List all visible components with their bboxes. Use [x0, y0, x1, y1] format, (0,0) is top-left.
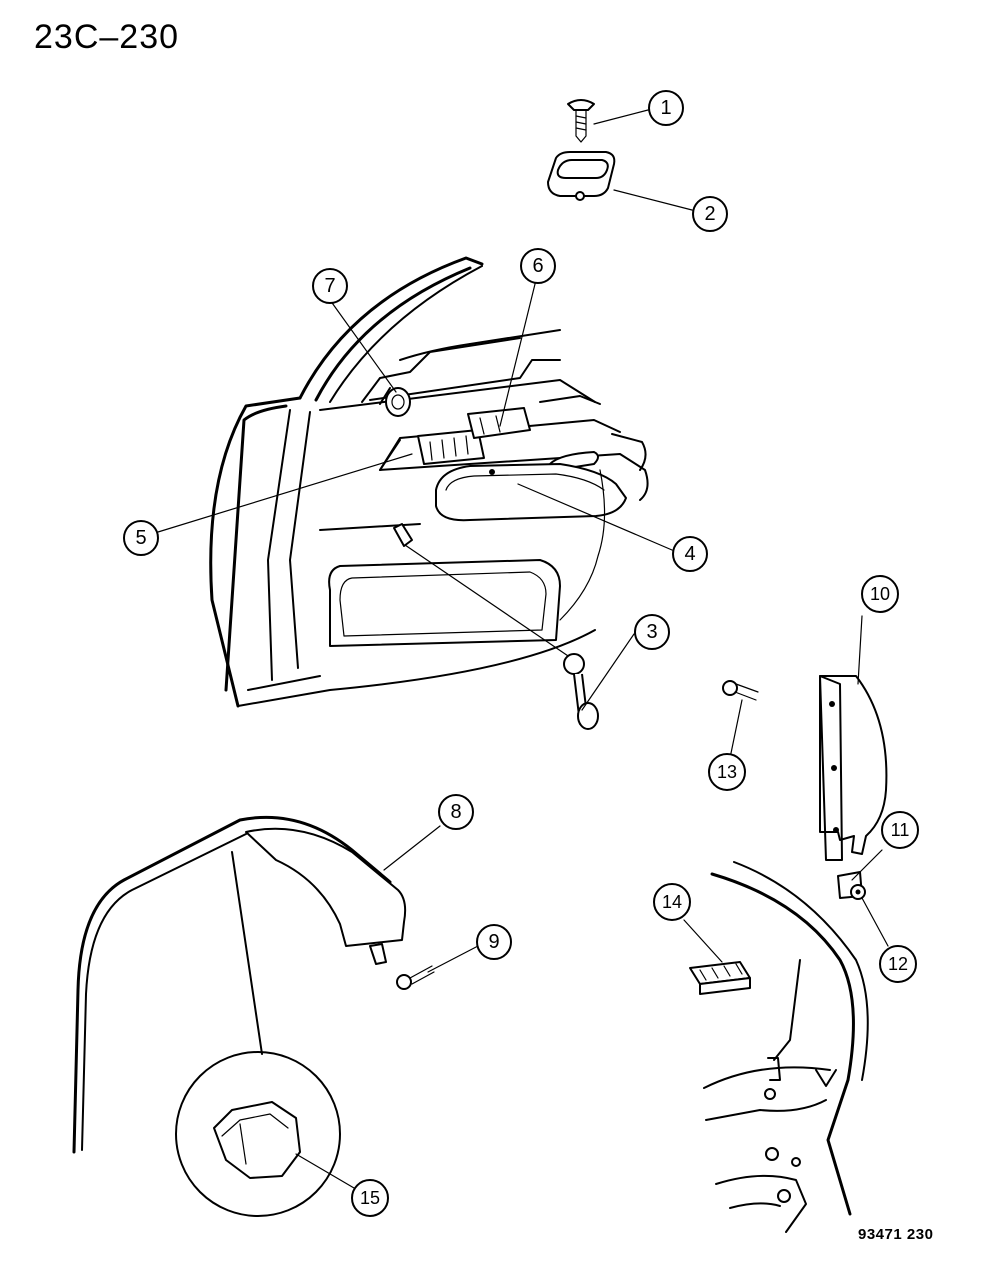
- callout-10-label: 10: [870, 584, 890, 604]
- callout-8-label: 8: [450, 801, 461, 823]
- callout-4-label: 4: [684, 543, 695, 565]
- callout-3: 3: [634, 614, 670, 650]
- callout-8: 8: [438, 794, 474, 830]
- callout-6: 6: [520, 248, 556, 284]
- callout-7-label: 7: [324, 275, 335, 297]
- callout-12-label: 12: [888, 954, 908, 974]
- callout-14: 14: [653, 883, 691, 921]
- callout-11-label: 11: [891, 820, 910, 840]
- part-13-screw: [722, 680, 759, 701]
- callout-6-label: 6: [532, 255, 543, 277]
- callout-9-label: 9: [488, 931, 499, 953]
- part-11-clip: [837, 871, 866, 900]
- callout-3-label: 3: [646, 621, 657, 643]
- callout-1-label: 1: [660, 97, 671, 119]
- callout-9: 9: [476, 924, 512, 960]
- door-assembly: [209, 256, 649, 730]
- callout-2-label: 2: [704, 203, 715, 225]
- callout-1: 1: [648, 90, 684, 126]
- body-opening: [703, 861, 869, 1233]
- part-15-clip-detail: [175, 1051, 341, 1217]
- callout-4: 4: [672, 536, 708, 572]
- callout-12: 12: [879, 945, 917, 983]
- part-2-bezel: [547, 151, 616, 201]
- callout-5-label: 5: [135, 527, 146, 549]
- page-code: 23C–230: [34, 18, 180, 56]
- callout-5: 5: [123, 520, 159, 556]
- part-1-screw: [567, 99, 595, 143]
- callout-13-label: 13: [717, 762, 737, 782]
- callout-15-label: 15: [360, 1188, 380, 1208]
- callout-11: 11: [881, 811, 919, 849]
- figure-id: 93471 230: [858, 1226, 934, 1243]
- leader-lines: [157, 109, 889, 1189]
- callout-15: 15: [351, 1179, 389, 1217]
- callout-7: 7: [312, 268, 348, 304]
- callout-2: 2: [692, 196, 728, 232]
- part-14-pad: [689, 961, 751, 995]
- part-8-molding: [72, 815, 407, 1154]
- part-9-screw: [396, 965, 435, 990]
- part-10-bracket: [819, 675, 888, 861]
- callout-14-label: 14: [662, 892, 682, 912]
- callout-13: 13: [708, 753, 746, 791]
- callout-10: 10: [861, 575, 899, 613]
